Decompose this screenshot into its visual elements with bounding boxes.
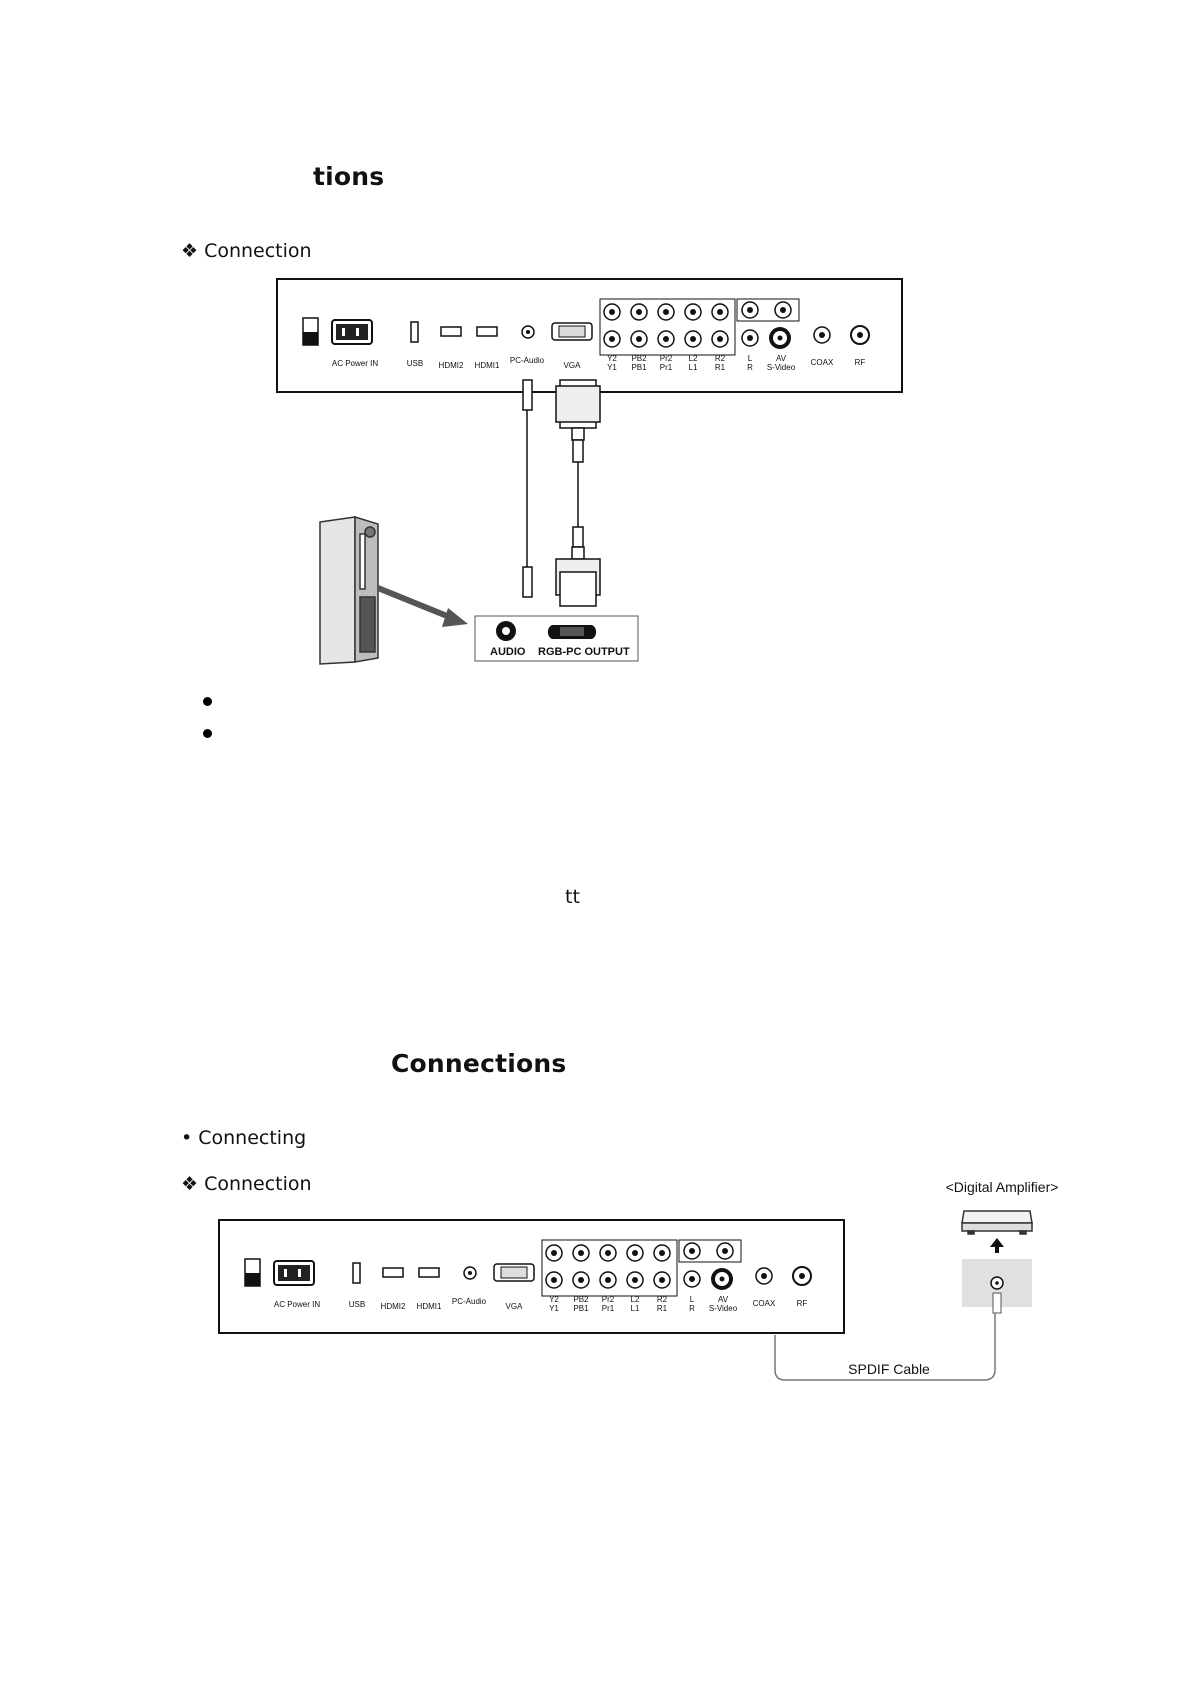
- label-rf: RF: [797, 1299, 808, 1308]
- section1-heading: tions: [313, 162, 385, 191]
- label-pr2: Pr2: [602, 1295, 615, 1304]
- label-pr1: Pr1: [660, 363, 673, 372]
- label-r: R: [747, 363, 753, 372]
- label-pb2: PB2: [631, 354, 647, 363]
- label-hdmi1: HDMI1: [475, 361, 500, 370]
- amplifier-icon: [961, 1210, 1033, 1235]
- hdmi1-port-icon: [476, 326, 498, 337]
- component-jacks-icon: [545, 1244, 671, 1289]
- label-l2: L2: [631, 1295, 640, 1304]
- label-l: L: [748, 354, 753, 363]
- label-l1: L1: [689, 363, 698, 372]
- hdmi2-port-icon: [440, 326, 462, 337]
- usb-port-icon: [352, 1262, 361, 1284]
- audio-output-label: AUDIO: [490, 646, 526, 658]
- label-pr1: Pr1: [602, 1304, 615, 1313]
- label-hdmi1: HDMI1: [417, 1302, 442, 1311]
- stray-text: tt: [565, 886, 580, 908]
- label-l: L: [690, 1295, 695, 1304]
- up-arrow-icon: [990, 1238, 1004, 1253]
- amplifier-label: <Digital Amplifier>: [946, 1179, 1059, 1195]
- vga-cable: [555, 379, 601, 607]
- label-r1: R1: [715, 363, 726, 372]
- label-ac-power: AC Power IN: [274, 1300, 320, 1309]
- label-usb: USB: [349, 1300, 365, 1309]
- label-y2: Y2: [607, 354, 617, 363]
- spdif-cable: [774, 1313, 996, 1381]
- rgb-output-label: RGB-PC OUTPUT: [538, 646, 630, 658]
- label-r2: R2: [657, 1295, 668, 1304]
- audio-cable: [522, 379, 533, 598]
- label-vga: VGA: [564, 361, 582, 370]
- bullet-dot: [203, 697, 212, 706]
- pointer-arrow: [376, 585, 454, 621]
- label-pc-audio: PC-Audio: [510, 356, 545, 365]
- label-r2: R2: [715, 354, 726, 363]
- section2-bullet: • Connecting: [181, 1127, 307, 1149]
- label-r1: R1: [657, 1304, 668, 1313]
- label-av: AV: [776, 354, 787, 363]
- label-pc-audio: PC-Audio: [452, 1297, 487, 1306]
- label-l2: L2: [689, 354, 698, 363]
- hdmi1-port-icon: [418, 1267, 440, 1278]
- label-svideo: S-Video: [767, 363, 796, 372]
- pc-connection-diagram: AC Power IN USB HDMI2 HDMI1 PC-Audio VGA…: [276, 278, 903, 665]
- label-usb: USB: [407, 359, 423, 368]
- bullet-dot: [203, 729, 212, 738]
- spdif-cable-label: SPDIF Cable: [848, 1361, 930, 1377]
- usb-port-icon: [410, 321, 419, 343]
- label-pb2: PB2: [573, 1295, 589, 1304]
- hdmi2-port-icon: [382, 1267, 404, 1278]
- label-vga: VGA: [506, 1302, 524, 1311]
- label-coax: COAX: [753, 1299, 776, 1308]
- label-coax: COAX: [811, 358, 834, 367]
- label-l1: L1: [631, 1304, 640, 1313]
- label-y2: Y2: [549, 1295, 559, 1304]
- label-hdmi2: HDMI2: [381, 1302, 406, 1311]
- section1-subheading: ❖ Connection: [181, 240, 312, 262]
- section2-heading: Connections: [391, 1049, 567, 1078]
- label-svideo: S-Video: [709, 1304, 738, 1313]
- label-pr2: Pr2: [660, 354, 673, 363]
- section2-subheading: ❖ Connection: [181, 1173, 312, 1195]
- label-pb1: PB1: [573, 1304, 589, 1313]
- label-y1: Y1: [607, 363, 617, 372]
- label-ac-power: AC Power IN: [332, 359, 378, 368]
- label-r: R: [689, 1304, 695, 1313]
- label-pb1: PB1: [631, 363, 647, 372]
- label-av: AV: [718, 1295, 729, 1304]
- label-y1: Y1: [549, 1304, 559, 1313]
- spdif-connection-diagram: AC Power IN USB HDMI2 HDMI1 PC-Audio VGA…: [218, 1179, 1059, 1381]
- label-hdmi2: HDMI2: [439, 361, 464, 370]
- label-rf: RF: [855, 358, 866, 367]
- pc-tower-icon: [319, 515, 379, 665]
